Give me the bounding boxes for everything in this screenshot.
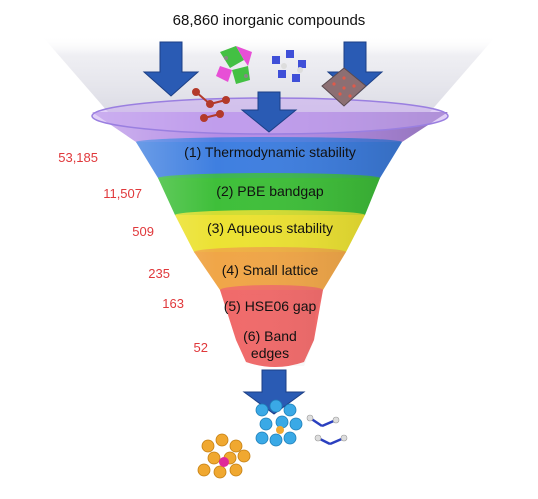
stage-count-6: 52: [193, 340, 208, 355]
framework-crystal-icon: [272, 50, 306, 82]
stage-label-3: (3) Aqueous stability: [206, 220, 334, 236]
funnel-shine: [92, 112, 448, 366]
magenta-atom-icon: [219, 457, 229, 467]
stage-count-2: 11,507: [103, 186, 142, 201]
orange-cluster-icon: [197, 433, 251, 479]
dense-lattice-icon: [321, 67, 367, 107]
stage-count-4: 235: [148, 266, 170, 281]
stage-count-3: 509: [132, 224, 154, 239]
orange-atom-icon: [276, 426, 284, 434]
stage-count-5: 163: [162, 296, 184, 311]
arrow-down-icon: [142, 41, 200, 97]
stage-label-2: (2) PBE bandgap: [216, 183, 324, 199]
stage-label-6: (6) Band edges: [243, 328, 297, 361]
chain-structure-icon: [192, 88, 230, 122]
stage-count-1: 53,185: [58, 150, 98, 165]
blue-white-molecule-icon: [306, 414, 348, 446]
crystal-structure-icons: [192, 46, 367, 122]
output-arrow-icon: [242, 369, 306, 415]
diagram-title: 68,860 inorganic compounds: [172, 12, 366, 29]
input-cone: [42, 36, 496, 112]
stage-label-5: (5) HSE06 gap: [223, 298, 317, 314]
octahedra-crystal-icon: [216, 46, 252, 84]
stage-label-1: (1) Thermodynamic stability: [184, 144, 356, 160]
output-structures: [197, 399, 348, 479]
arrow-down-icon: [240, 91, 298, 133]
blue-cluster-icon: [255, 399, 303, 447]
stage-label-4: (4) Small lattice: [221, 262, 319, 278]
